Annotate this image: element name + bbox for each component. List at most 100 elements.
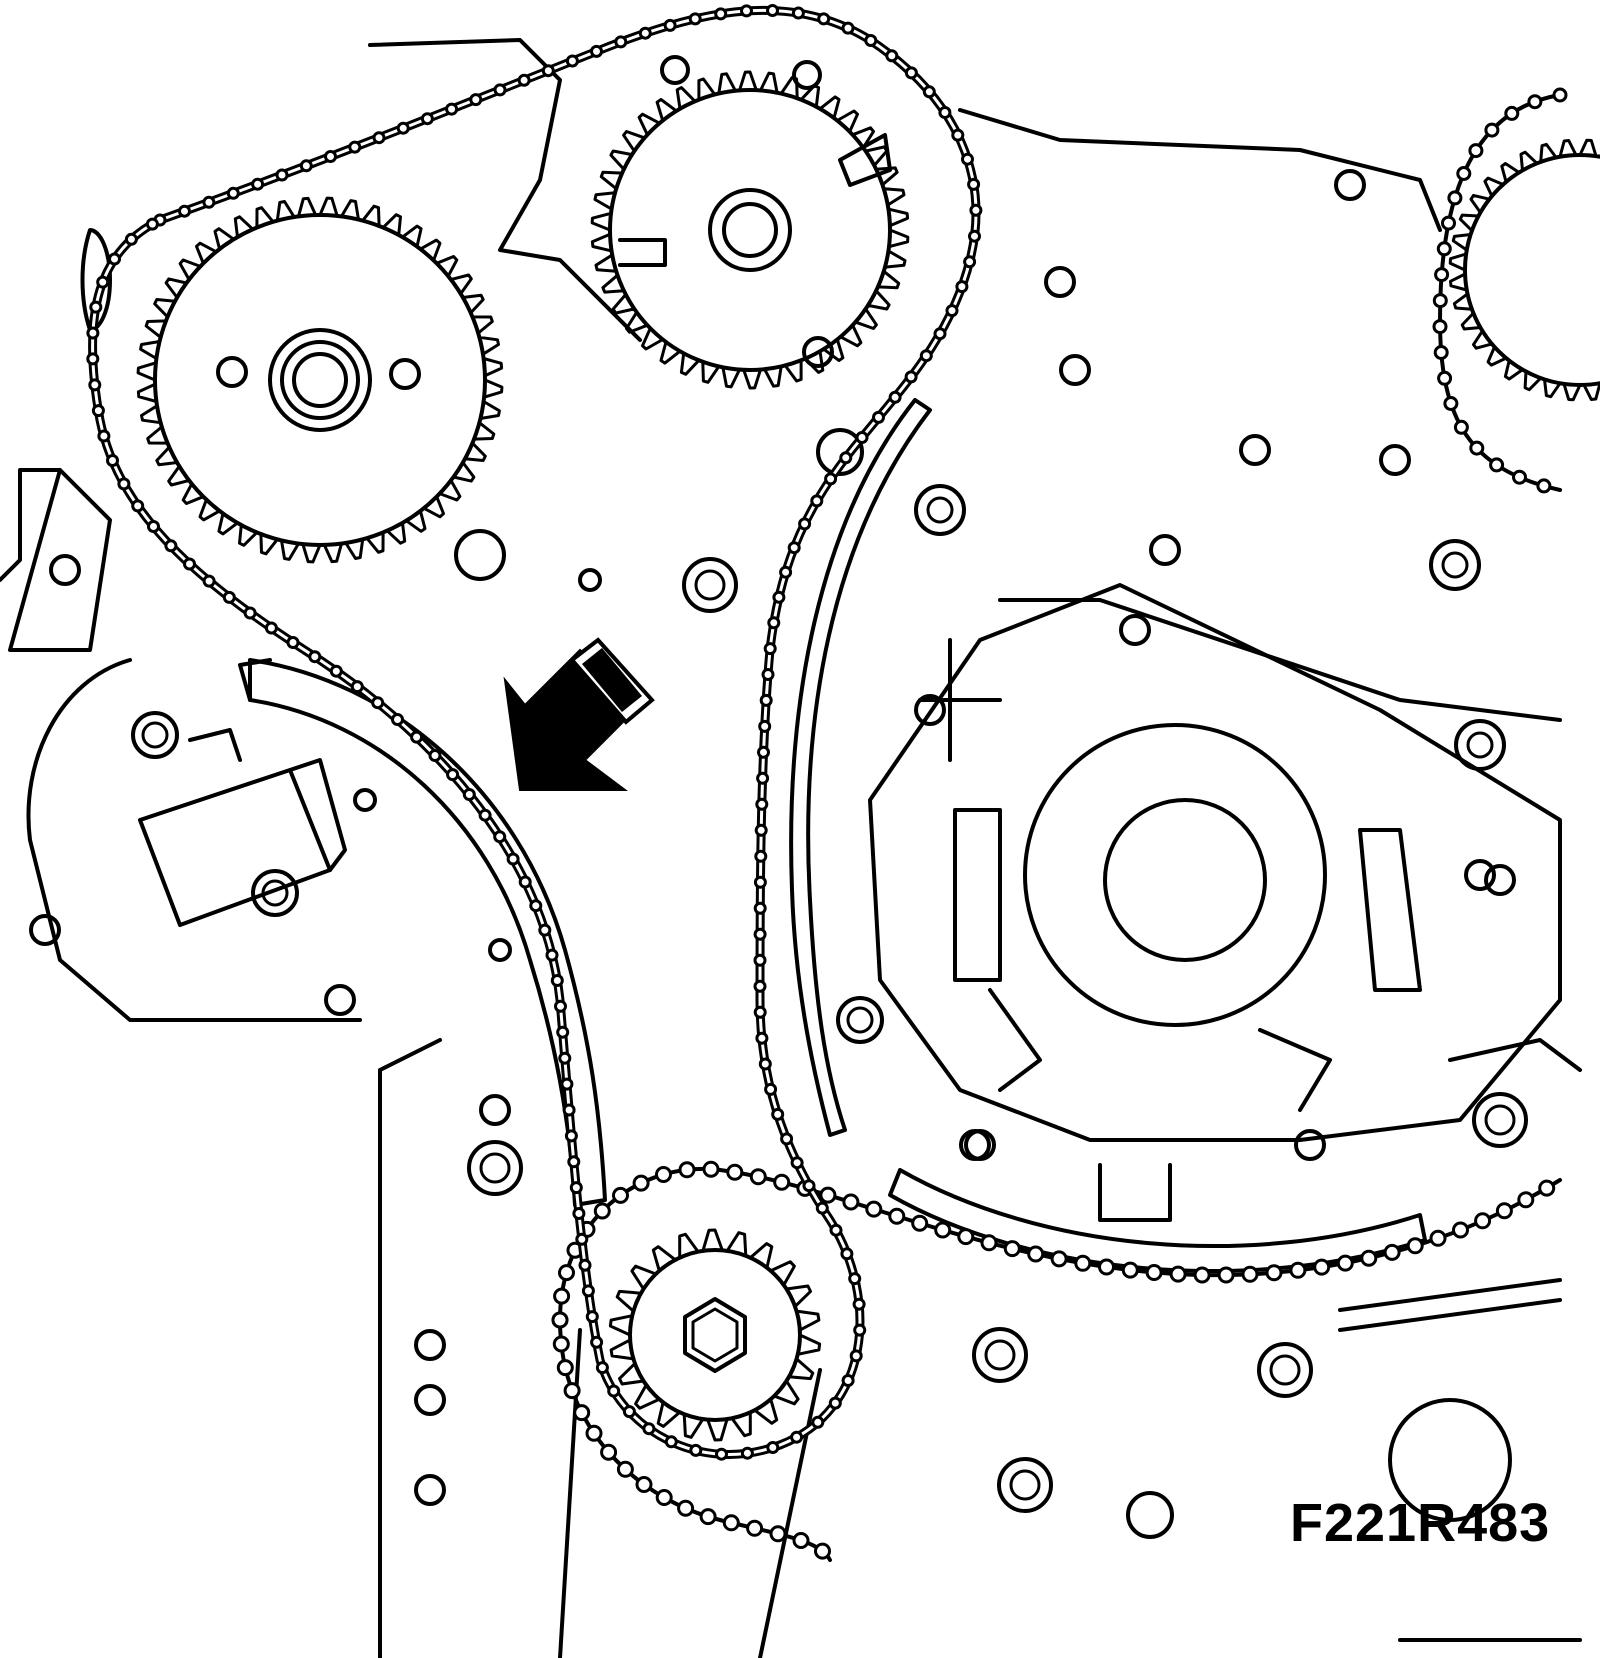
chain-link: [554, 999, 567, 1013]
right-chain-guide: [789, 398, 932, 1137]
chain-link: [688, 12, 702, 26]
chain-link: [864, 34, 878, 47]
chain-link: [1432, 319, 1448, 335]
chain-link: [938, 106, 952, 119]
chain-link: [1469, 440, 1485, 456]
chain-link: [753, 979, 767, 993]
chain-link: [828, 1396, 842, 1410]
chain-link: [655, 1489, 673, 1506]
chain-link: [746, 1519, 764, 1537]
chain-link: [810, 494, 824, 508]
chain-link: [553, 1287, 571, 1305]
chain-link: [1441, 215, 1456, 231]
chain-link: [585, 1424, 603, 1442]
mounting-bolts: [29, 169, 1528, 1539]
chain-link: [612, 1186, 629, 1204]
chain-link: [885, 49, 899, 63]
chain-link: [1406, 1237, 1424, 1255]
chain-link: [1484, 122, 1500, 138]
chain-link: [243, 606, 257, 620]
chain-link: [963, 255, 977, 269]
chain-tensioner: [138, 728, 347, 927]
chain-link: [1517, 1191, 1535, 1209]
chain-link: [763, 642, 777, 656]
right-side-chain: [1432, 87, 1568, 494]
chain-link: [1474, 1212, 1492, 1230]
chain-link: [757, 745, 770, 759]
chain-link: [1436, 241, 1452, 257]
chain-link: [753, 927, 767, 941]
chain-link: [506, 852, 520, 866]
chain-link: [299, 159, 313, 173]
chain-link: [1336, 1254, 1354, 1272]
chain-link: [664, 1435, 678, 1449]
chain-link: [590, 1335, 604, 1349]
oil-pump-housing: [868, 583, 1562, 1161]
chain-link: [108, 252, 121, 266]
chain-link: [372, 131, 386, 145]
chain-link: [147, 520, 160, 533]
chain-link: [1504, 105, 1520, 121]
chain-link: [1098, 1258, 1115, 1276]
chain-link: [202, 574, 216, 588]
chain-link: [469, 93, 483, 107]
chain-link: [655, 1166, 672, 1183]
chain-link: [678, 1161, 696, 1179]
chain-link: [740, 4, 753, 18]
chain-link: [1429, 1229, 1447, 1247]
chain-link: [1433, 345, 1449, 360]
chain-link: [951, 128, 965, 142]
chain-link: [1121, 1261, 1139, 1279]
chain-link: [551, 1311, 569, 1329]
chain-link: [1434, 267, 1450, 283]
chain-link: [550, 974, 564, 987]
chain-link: [1027, 1245, 1045, 1263]
chain-link: [722, 1514, 740, 1532]
chain-link: [753, 875, 767, 889]
chain-link: [1453, 419, 1469, 435]
chain-link: [689, 1443, 703, 1457]
chain-link: [1452, 1221, 1469, 1239]
chain-link: [517, 73, 531, 87]
chain-link: [839, 451, 853, 465]
chain-link: [545, 948, 559, 962]
chain-link: [1169, 1265, 1187, 1283]
chain-link: [740, 1446, 754, 1460]
chain-link: [840, 1247, 854, 1261]
chain-link: [558, 1264, 575, 1282]
chain-link: [124, 232, 138, 246]
chain-link: [790, 1430, 804, 1444]
chain-link: [1313, 1258, 1331, 1276]
chain-link: [663, 18, 677, 32]
chain-link: [593, 1202, 611, 1220]
chain-link: [1489, 457, 1505, 473]
chain-link: [89, 300, 103, 314]
chain-link: [1443, 396, 1459, 411]
chain-link: [802, 1179, 816, 1193]
chain-link: [749, 1168, 767, 1186]
chain-link: [178, 204, 191, 218]
chain-link: [324, 150, 337, 163]
chain-link: [573, 1404, 591, 1422]
chain-link: [769, 1525, 787, 1543]
chain-link: [677, 1499, 695, 1517]
chain-link: [824, 472, 838, 486]
chain-link: [968, 229, 981, 243]
chain-link: [853, 1323, 867, 1337]
chain-link: [815, 1201, 829, 1215]
chain-link: [632, 1174, 650, 1192]
chain-link: [904, 66, 918, 80]
inlet-camshaft-sprocket: [136, 196, 504, 564]
chain-link: [1003, 1240, 1021, 1258]
chain-link: [841, 21, 855, 35]
chain-link: [590, 44, 603, 58]
chain-link: [715, 1447, 728, 1461]
chain-link: [1289, 1261, 1307, 1279]
chain-link: [1538, 1179, 1556, 1197]
figure-code-label: F221R483: [1290, 1493, 1551, 1553]
chain-link: [614, 35, 628, 49]
chain-link: [556, 1359, 574, 1377]
direction-arrow: [503, 637, 655, 791]
chain-link: [1074, 1254, 1092, 1272]
